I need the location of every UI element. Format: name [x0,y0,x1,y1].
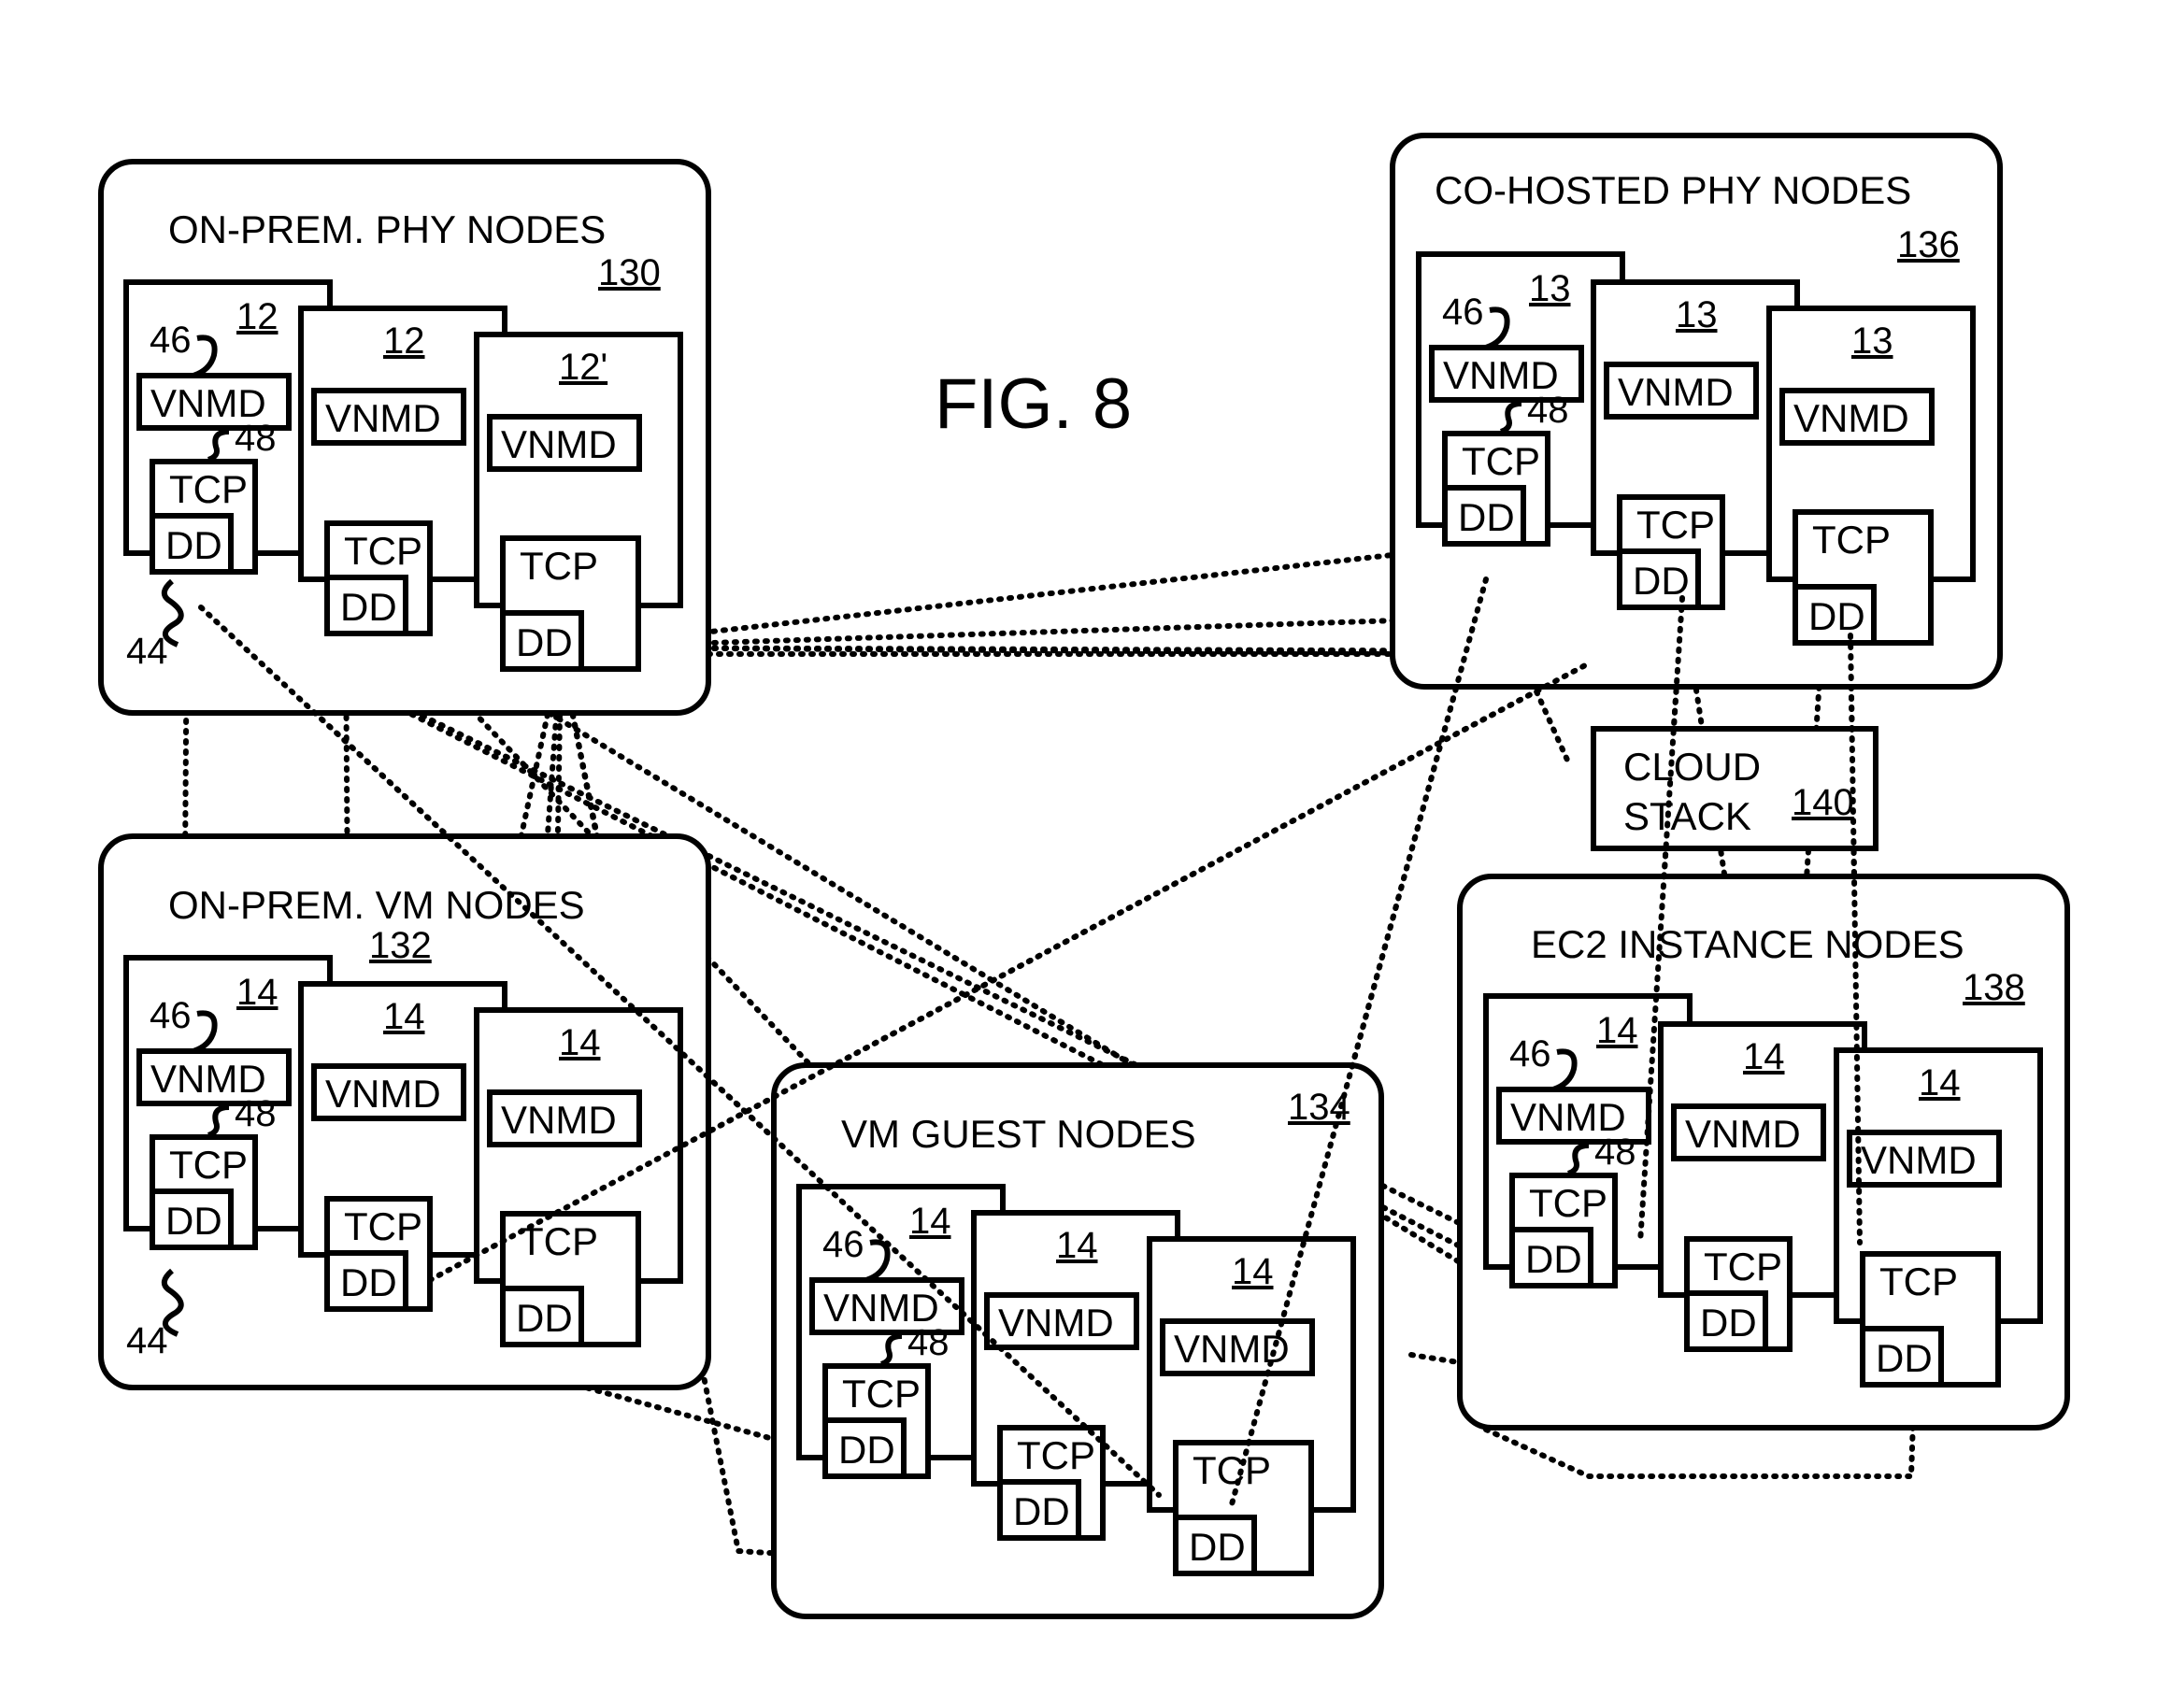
node-ref: 13 [1676,294,1718,335]
node-ref: 12 [383,320,425,362]
group-ref: 138 [1963,967,2025,1008]
lead-46: 46 [150,995,192,1036]
lead-48: 48 [235,418,277,459]
vnmd-label: VNMD [1861,1138,1977,1182]
cloud-stack: CLOUD STACK 140 [1593,729,1876,848]
vnmd-label: VNMD [325,396,441,440]
vnmd-label: VNMD [501,422,617,466]
tcp-label: TCP [169,467,248,511]
lead-48: 48 [1594,1132,1636,1173]
tcp-label: TCP [842,1372,921,1416]
dd-label: DD [838,1428,895,1472]
node-ref: 13 [1529,268,1571,309]
dd-label: DD [516,1296,573,1340]
tcp-label: TCP [1193,1448,1271,1492]
dd-label: DD [165,1199,222,1243]
node-ref: 14 [559,1022,601,1063]
dd-label: DD [1876,1336,1933,1380]
node-ref: 14 [383,996,425,1037]
lead-44: 44 [126,631,168,672]
group-title: ON-PREM. PHY NODES [168,207,606,251]
vnmd-label: VNMD [998,1301,1114,1345]
dd-label: DD [165,523,222,567]
tcp-label: TCP [1636,503,1715,547]
node-ref: 12 [236,296,279,337]
group-vm-guest: VM GUEST NODES13414VNMDTCPDD464814VNMDTC… [774,1065,1381,1616]
node-ref: 14 [909,1201,951,1242]
node-ref: 12' [559,347,607,388]
lead-48: 48 [1527,390,1569,431]
group-title: EC2 INSTANCE NODES [1531,922,1964,966]
group-on-prem-vm: ON-PREM. VM NODES132 14VNMD TCP DD 46 48 14VNM… [101,836,708,1388]
cloud-stack-line1: CLOUD [1623,745,1761,789]
group-title: ON-PREM. VM NODES [168,883,585,927]
tcp-label: TCP [1704,1245,1782,1288]
tcp-label: TCP [169,1143,248,1187]
group-ref: 136 [1897,224,1960,265]
dd-label: DD [1458,495,1515,539]
tcp-label: TCP [1812,518,1891,562]
lead-46: 46 [150,320,192,361]
group-ref: 132 [369,925,432,966]
node-ref: 13 [1851,320,1893,362]
vnmd-label: VNMD [1618,370,1734,414]
lead-46: 46 [822,1224,864,1265]
figure-label: FIG. 8 [935,364,1132,444]
group-title: CO-HOSTED PHY NODES [1435,168,1911,212]
group-on-prem-phy: ON-PREM. PHY NODES130 12VNMD TCP DD 46 48 12VN… [101,162,708,713]
node-ref: 14 [1743,1036,1785,1077]
node-ref: 14 [1919,1062,1961,1103]
node-ref: 14 [1596,1010,1638,1051]
node-ref: 14 [1232,1251,1274,1292]
lead-44: 44 [126,1320,168,1361]
lead-48: 48 [907,1322,950,1363]
vnmd-label: VNMD [1685,1112,1801,1156]
cloud-stack-ref: 140 [1792,782,1854,823]
tcp-label: TCP [1879,1260,1958,1303]
node-ref: 14 [236,972,279,1013]
dd-label: DD [516,620,573,664]
dd-label: DD [1189,1525,1246,1569]
cloud-stack-line2: STACK [1623,794,1751,838]
vnmd-label: VNMD [501,1098,617,1142]
dd-label: DD [1525,1237,1582,1281]
tcp-label: TCP [344,1204,422,1248]
group-ec2-instance: EC2 INSTANCE NODES138 14VNMD TCP DD 46 48 14VN… [1460,876,2067,1428]
dd-label: DD [340,1260,397,1304]
dd-label: DD [1013,1489,1070,1533]
dd-label: DD [340,585,397,629]
node-groups: ON-PREM. PHY NODES130 12VNMD TCP DD 46 48 12VN… [101,135,2067,1616]
tcp-label: TCP [1529,1181,1607,1225]
tcp-label: TCP [344,529,422,573]
tcp-label: TCP [520,544,598,588]
dd-label: DD [1700,1301,1757,1345]
vnmd-label: VNMD [325,1072,441,1116]
group-co-hosted-phy: CO-HOSTED PHY NODES 136 13VNMD TCP DD 46 48 13V… [1393,135,2000,687]
tcp-label: TCP [1017,1433,1095,1477]
group-ref: 130 [598,252,661,293]
dd-label: DD [1808,594,1865,638]
lead-46: 46 [1442,292,1484,333]
tcp-label: TCP [1462,439,1540,483]
vnmd-label: VNMD [1793,396,1909,440]
lead-48: 48 [235,1093,277,1134]
group-title: VM GUEST NODES [841,1112,1196,1156]
node-ref: 14 [1056,1225,1098,1266]
lead-46: 46 [1509,1033,1551,1075]
